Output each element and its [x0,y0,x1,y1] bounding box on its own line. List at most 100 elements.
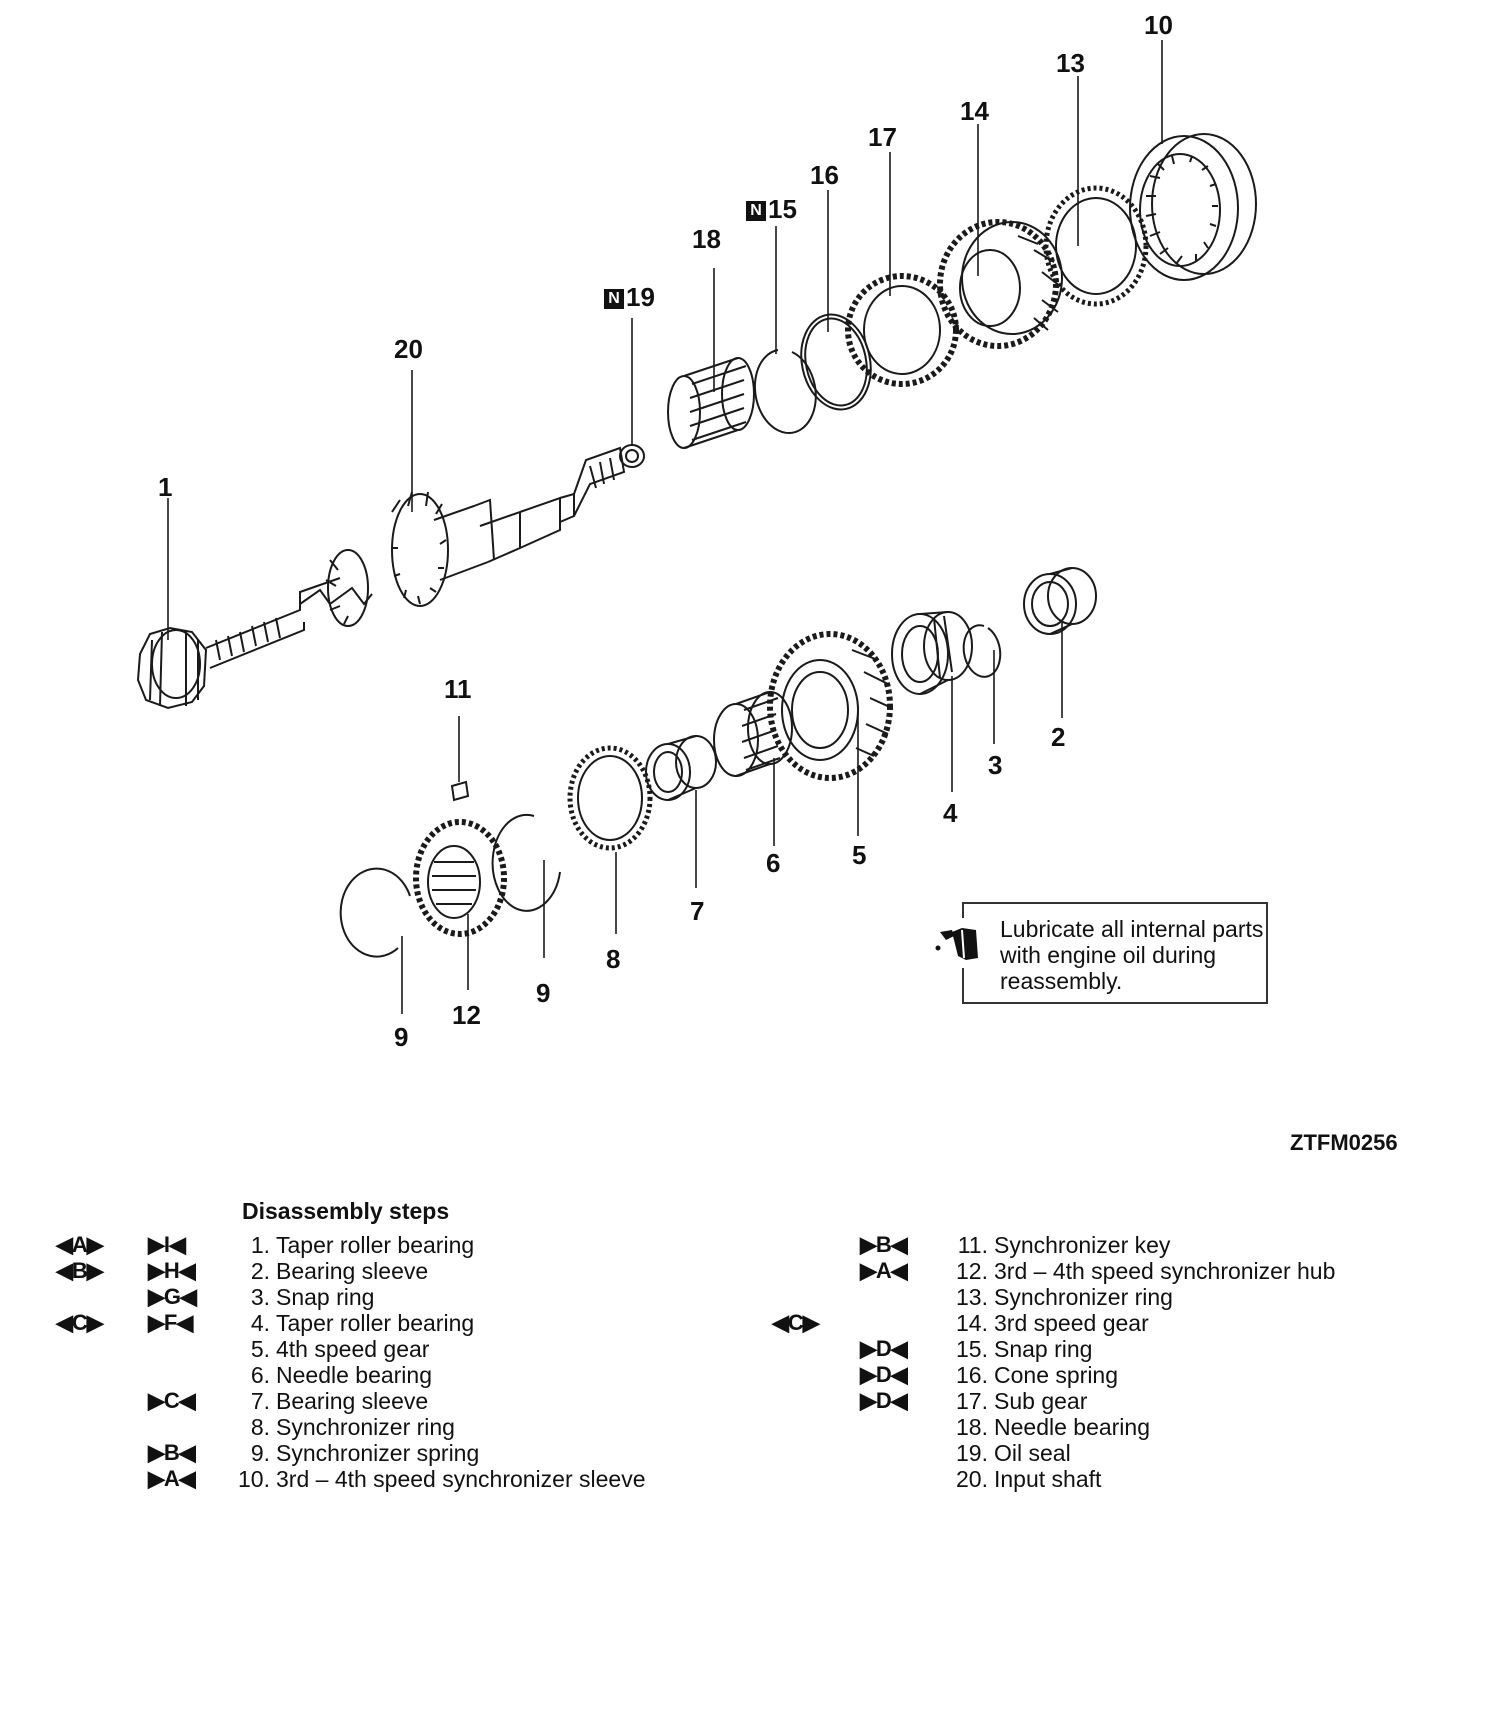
step-marker-reassembly: ▶B◀ [148,1440,196,1465]
step-row: ▶C◀7.Bearing sleeve [50,1388,730,1414]
step-label: Synchronizer key [994,1232,1171,1258]
lubrication-note: Lubricate all internal parts with engine… [932,902,1268,1004]
part-input-shaft-20 [205,446,626,669]
step-row: 20.Input shaft [760,1466,1460,1492]
callout-16: 16 [810,160,839,190]
leader-lines [167,40,1163,1014]
step-number: 18. [956,1414,988,1440]
part-needle-bearing-18 [667,357,755,449]
step-label: Oil seal [994,1440,1071,1466]
step-number: 19. [956,1440,988,1466]
step-label: 4th speed gear [276,1336,430,1362]
step-row: ◀A▶ ▶I◀ 1.Taper roller bearing [50,1232,730,1258]
callout-15-number: 15 [768,194,797,224]
step-label: Input shaft [994,1466,1102,1492]
step-number: 10. [238,1466,270,1492]
step-row: 18.Needle bearing [760,1414,1460,1440]
step-label: Synchronizer spring [276,1440,480,1466]
step-marker-reassembly: ▶D◀ [860,1362,908,1387]
step-row: 8.Synchronizer ring [50,1414,730,1440]
step-marker-disassembly: ◀B▶ [56,1258,104,1283]
step-number: 11. [957,1232,988,1258]
step-row: ▶D◀ 15.Snap ring [760,1336,1460,1362]
step-row: ▶B◀ 9.Synchronizer spring [50,1440,730,1466]
callout-8: 8 [606,944,621,974]
steps-list-right: ▶B◀11.Synchronizer key▶A◀12.3rd – 4th sp… [760,1232,1460,1492]
callout-13: 13 [1056,48,1085,78]
step-number: 12. [956,1258,988,1284]
step-row: ◀C▶14.3rd speed gear [760,1310,1460,1336]
step-label: 3rd – 4th speed synchronizer sleeve [276,1466,646,1492]
step-marker-disassembly: ◀C▶ [772,1310,820,1335]
callout-4: 4 [943,798,958,828]
step-label: Taper roller bearing [276,1232,475,1258]
step-number: 1. [250,1232,270,1258]
part-synchronizer-hub-12 [413,819,507,937]
part-bearing-sleeve-2 [1023,567,1097,635]
callout-7: 7 [690,896,705,926]
step-marker-reassembly: ▶D◀ [860,1336,908,1361]
callout-9-left: 9 [394,1022,409,1052]
step-label: Synchronizer ring [276,1414,455,1440]
callout-9-right: 9 [536,978,551,1008]
step-number: 7. [250,1388,270,1414]
part-taper-roller-bearing-1 [136,626,208,710]
step-marker-disassembly: ◀A▶ [56,1232,104,1257]
step-row: ▶D◀ 16.Cone spring [760,1362,1460,1388]
step-marker-reassembly: ▶G◀ [148,1284,197,1309]
badge-n: N [746,201,766,221]
step-number: 6. [250,1362,270,1388]
step-number: 9. [250,1440,270,1466]
step-number: 4. [250,1310,270,1336]
exploded-view-diagram [136,40,1257,1014]
part-3rd-speed-gear-14 [937,219,1063,349]
step-row: 5.4th speed gear [50,1336,730,1362]
step-row: ▶A◀12.3rd – 4th speed synchronizer hub [760,1258,1460,1284]
callout-2: 2 [1051,722,1066,752]
step-row: 19.Oil seal [760,1440,1460,1466]
part-snap-ring-15 [753,349,817,435]
part-cone-spring-16 [800,313,872,411]
step-marker-reassembly: ▶H◀ [148,1258,196,1283]
step-label: Taper roller bearing [276,1310,475,1336]
step-label: Needle bearing [276,1362,433,1388]
step-row: ▶G◀3.Snap ring [50,1284,730,1310]
note-text: Lubricate all internal parts with engine… [1000,916,1264,994]
part-taper-roller-bearing-4 [891,611,973,695]
step-label: Sub gear [994,1388,1088,1414]
step-number: 17. [956,1388,988,1414]
callout-19-number: 19 [626,282,655,312]
part-needle-bearing-6 [713,691,793,777]
callout-17: 17 [868,122,897,152]
callout-6: 6 [766,848,781,878]
step-label: Bearing sleeve [276,1388,429,1414]
step-label: Snap ring [994,1336,1093,1362]
step-label: Needle bearing [994,1414,1151,1440]
step-row: ◀B▶▶H◀2.Bearing sleeve [50,1258,730,1284]
step-number: 5. [250,1336,270,1362]
step-marker-reassembly: ▶F◀ [148,1310,193,1335]
step-marker-disassembly: ◀C▶ [56,1310,104,1335]
callout-3: 3 [988,750,1003,780]
steps-list-left: ◀A▶▶I◀1.Taper roller bearing◀B▶▶H◀2.Bear… [50,1232,730,1492]
step-marker-reassembly: ▶I◀ [148,1232,186,1257]
step-label: 3rd speed gear [994,1310,1149,1336]
steps-title: Disassembly steps [242,1198,450,1224]
step-label: Synchronizer ring [994,1284,1173,1310]
step-marker-reassembly: ▶A◀ [148,1466,196,1491]
step-label: Cone spring [994,1362,1119,1388]
callout-1: 1 [158,472,173,502]
callout-20: 20 [394,334,423,364]
callout-18: 18 [692,224,721,254]
step-number: 15. [956,1336,988,1362]
step-marker-reassembly: ▶D◀ [860,1388,908,1413]
step-row: 13.Synchronizer ring [760,1284,1460,1310]
part-synchronizer-ring-13 [1043,185,1149,307]
part-sub-gear-17 [845,273,959,387]
callout-11: 11 [444,674,472,704]
step-number: 20. [956,1466,988,1492]
part-synchronizer-ring-8 [567,745,653,851]
step-label: 3rd – 4th speed synchronizer hub [994,1258,1336,1284]
step-number: 16. [956,1362,988,1388]
